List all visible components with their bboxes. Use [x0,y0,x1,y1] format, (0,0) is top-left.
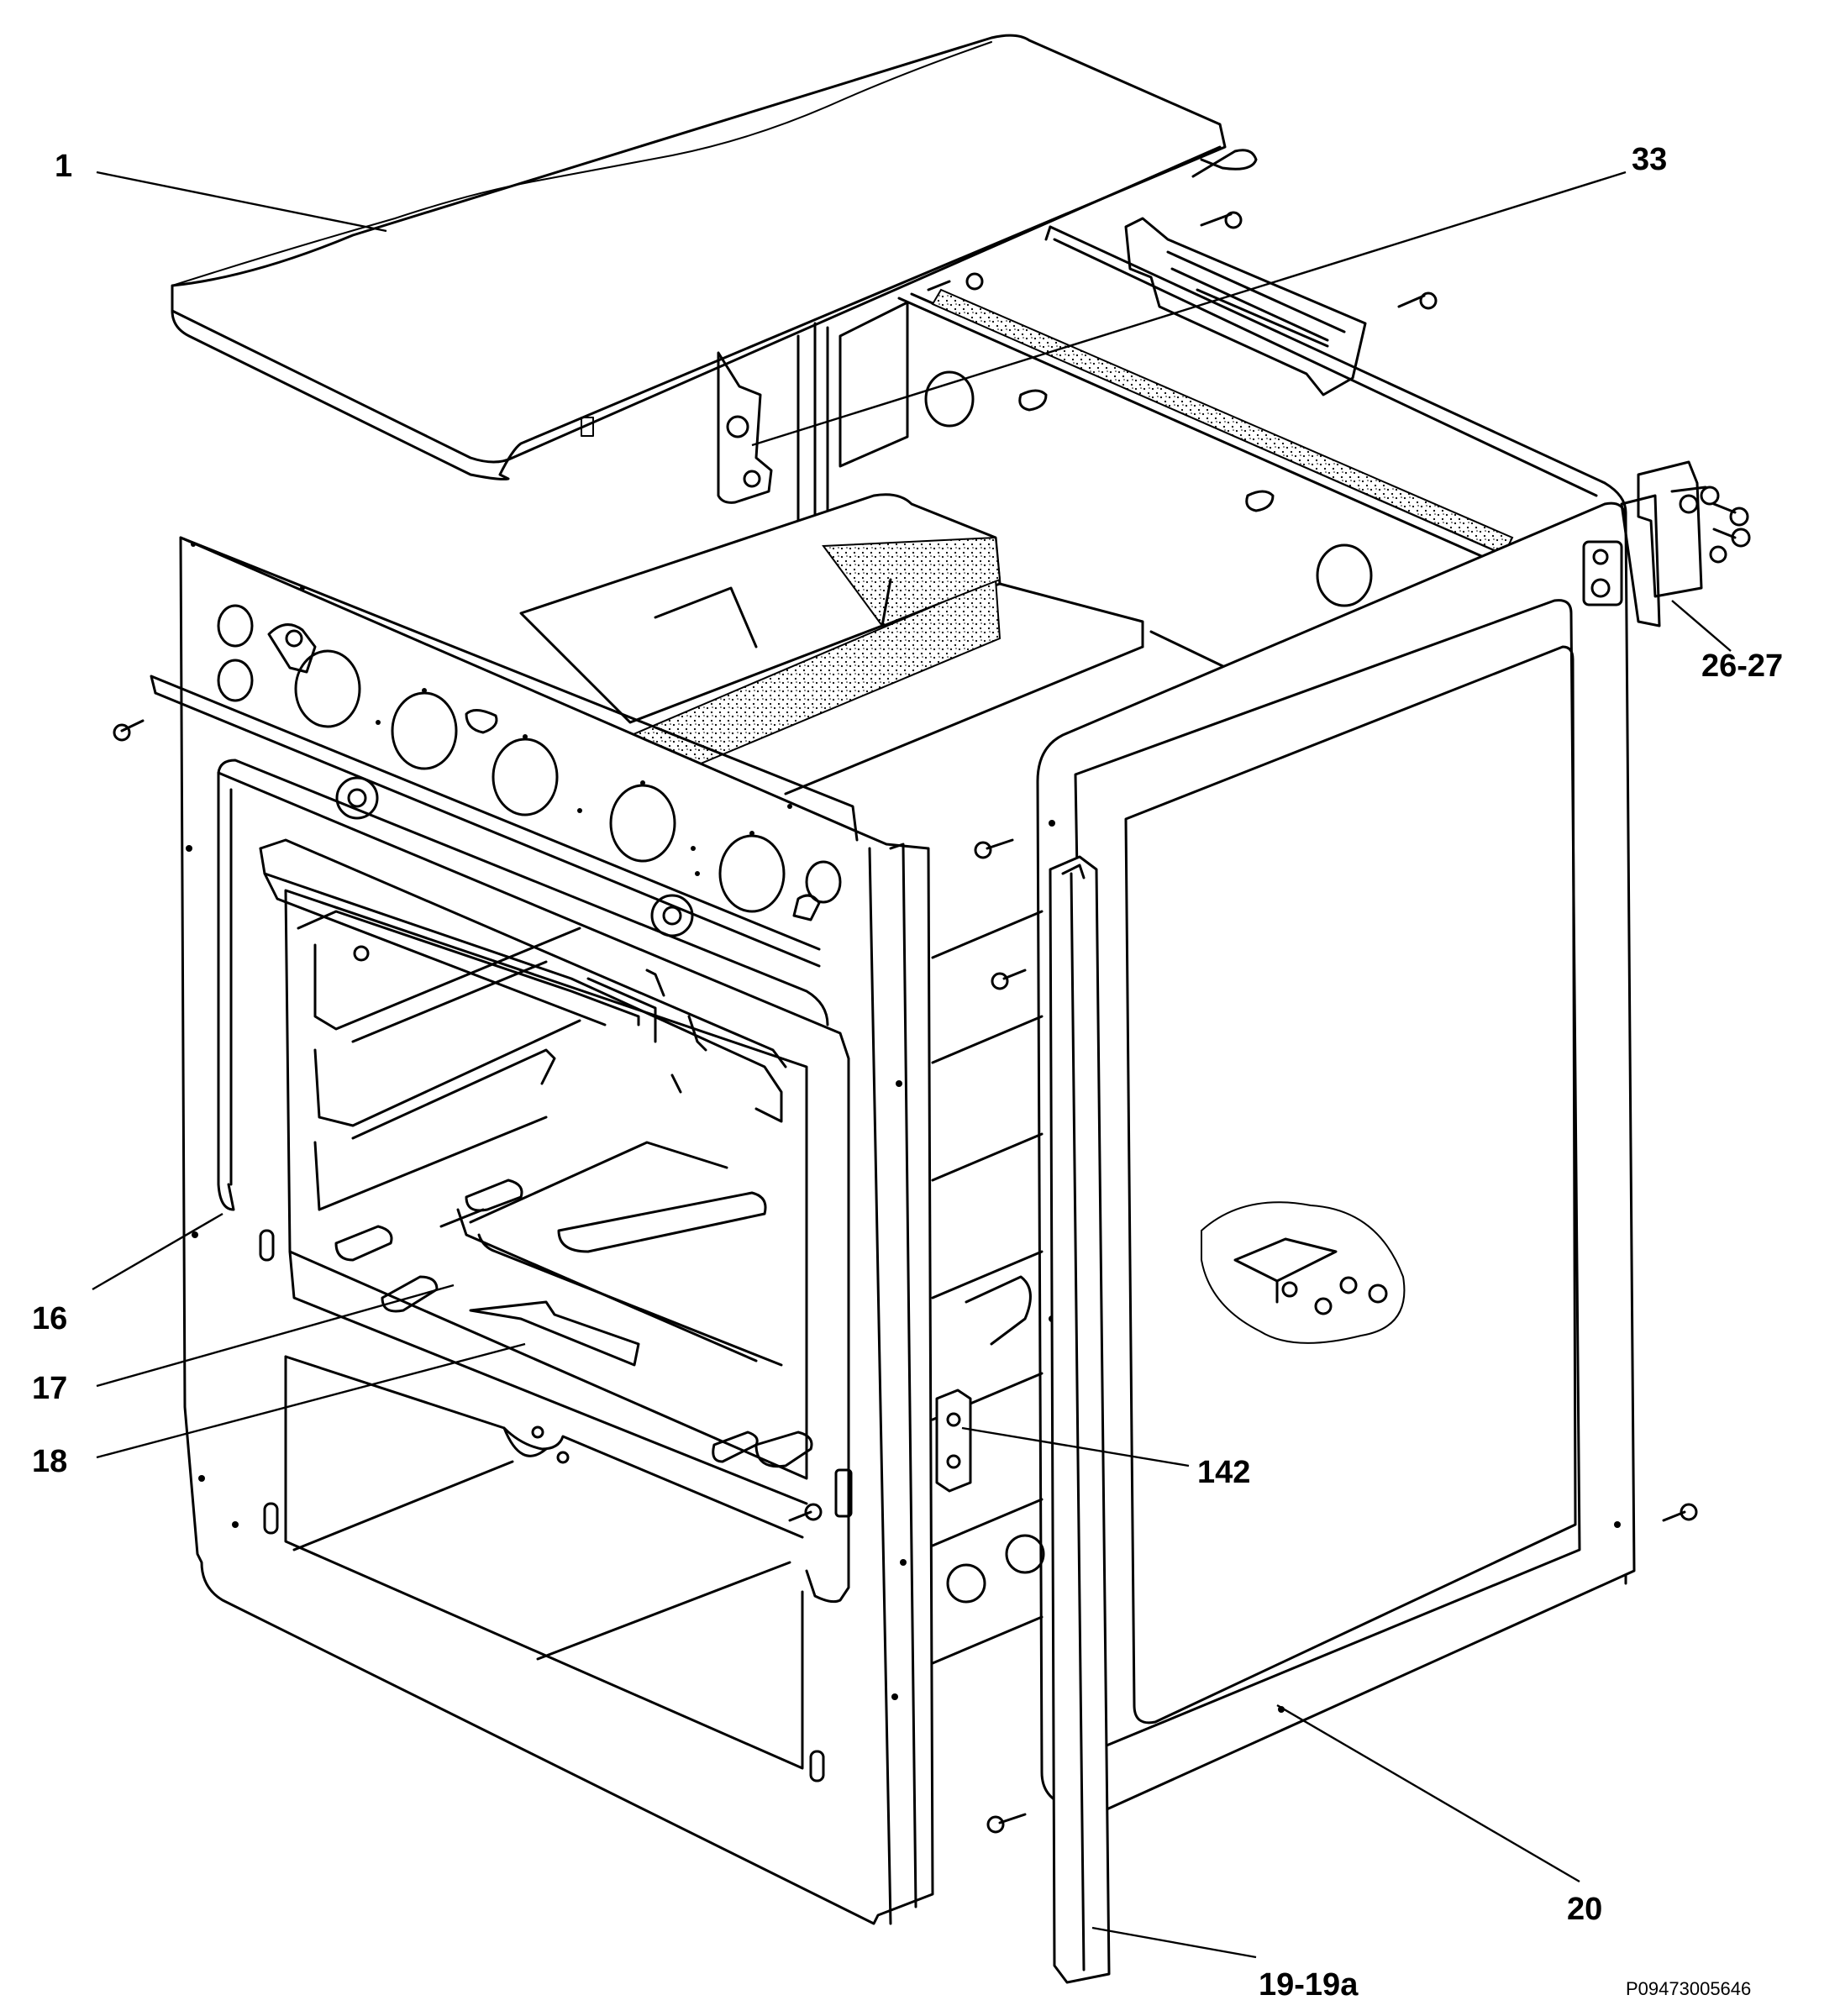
screw-icon [991,969,1027,990]
callout-18: 18 [32,1444,67,1479]
callout-1: 1 [55,149,72,184]
screw-icon [1200,211,1243,229]
screw-icon [986,1813,1027,1834]
insulation-block [519,493,1237,795]
screw-icon [974,838,1014,859]
callout-20: 20 [1567,1892,1602,1927]
interior-cavity [931,910,1045,1665]
callout-33: 33 [1632,142,1667,177]
side-trim-strip [1049,855,1111,1984]
callout-16: 16 [32,1301,67,1336]
screw-icon [1397,291,1438,310]
front-frame [113,536,1698,1925]
screw-icon [1662,1503,1698,1522]
side-panel [1036,501,1636,1812]
leader-lines [92,171,1732,1959]
callout-142: 142 [1197,1455,1250,1490]
hinge-bracket [1620,460,1751,627]
screw-icon [788,1503,823,1522]
screw-icon [927,272,984,291]
callout-19-19a: 19-19a [1259,1967,1359,2003]
callout-26-27: 26-27 [1701,648,1783,684]
callout-17: 17 [32,1371,67,1406]
drawing-code: P09473005646 [1626,1978,1751,1999]
screw-icon [113,719,145,742]
top-panel [171,34,1258,480]
